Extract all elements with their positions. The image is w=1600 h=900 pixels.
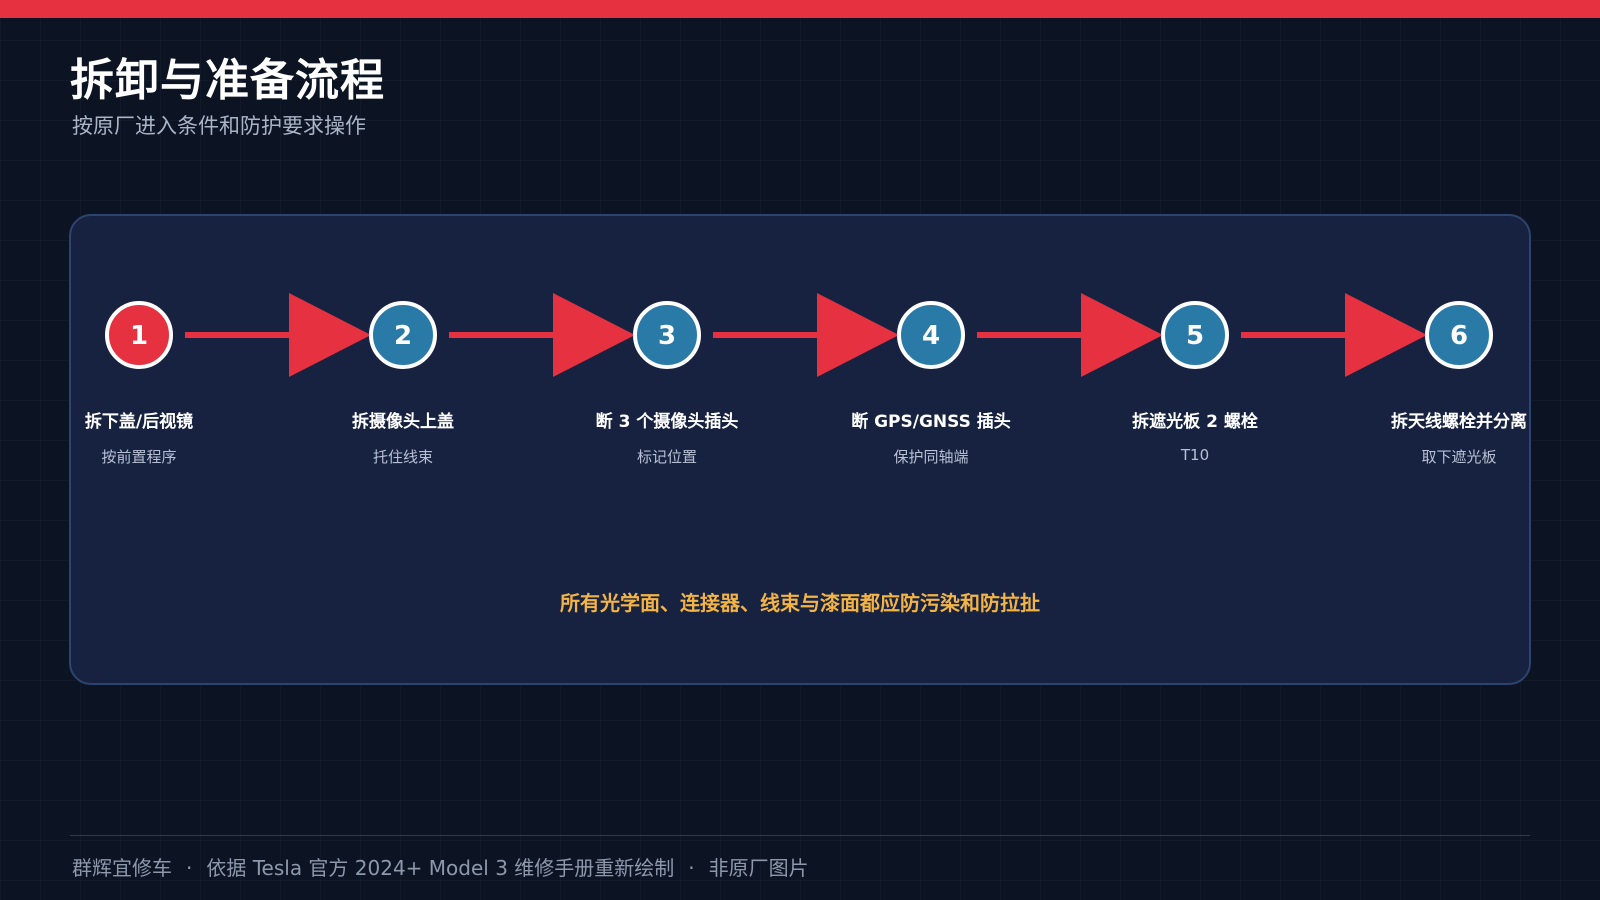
footer-separator: ·	[688, 856, 695, 880]
footer-divider	[70, 835, 1530, 836]
step-number: 3	[658, 321, 676, 351]
arrowhead-icon	[289, 293, 371, 377]
page-subtitle: 按原厂进入条件和防护要求操作	[72, 114, 366, 138]
warning-note: 所有光学面、连接器、线束与漆面都应防污染和防拉扯	[560, 591, 1040, 615]
step-circle	[897, 301, 965, 369]
step-circle	[1425, 301, 1493, 369]
step-description: 按前置程序	[101, 448, 177, 466]
step-number: 5	[1186, 321, 1204, 351]
step-title: 断 3 个摄像头插头	[595, 412, 739, 432]
step-circle	[369, 301, 437, 369]
step-circle	[1161, 301, 1229, 369]
footer: 群辉宜修车 · 依据 Tesla 官方 2024+ Model 3 维修手册重新绘制…	[72, 852, 809, 881]
top-accent-bar	[0, 0, 1600, 18]
step-number: 6	[1450, 321, 1468, 351]
step-title: 拆遮光板 2 螺栓	[1132, 412, 1258, 432]
arrowhead-icon	[817, 293, 899, 377]
footer-note: 非原厂图片	[708, 856, 809, 880]
step-description: 取下遮光板	[1421, 448, 1497, 466]
arrowhead-icon	[553, 293, 635, 377]
arrowhead-icon	[1081, 293, 1163, 377]
step-circle	[105, 301, 173, 369]
flow-panel	[69, 214, 1531, 685]
step-description: 标记位置	[636, 448, 697, 466]
step-number: 4	[922, 321, 940, 351]
step-number: 2	[394, 321, 412, 351]
step-title: 拆下盖/后视镜	[84, 412, 194, 432]
step-circle	[633, 301, 701, 369]
step-number: 1	[130, 321, 148, 351]
step-title: 拆摄像头上盖	[352, 412, 454, 432]
footer-source: 依据 Tesla 官方 2024+ Model 3 维修手册重新绘制	[206, 856, 675, 880]
footer-separator: ·	[186, 856, 193, 880]
step-description: 保护同轴端	[893, 448, 969, 466]
footer-brand: 群辉宜修车	[72, 856, 172, 880]
step-description: 托住线束	[372, 448, 433, 466]
step-description: T10	[1180, 446, 1210, 464]
step-title: 断 GPS/GNSS 插头	[851, 412, 1011, 432]
page-title: 拆卸与准备流程	[70, 55, 385, 106]
step-title: 拆天线螺栓并分离	[1391, 412, 1527, 432]
arrowhead-icon	[1345, 293, 1427, 377]
